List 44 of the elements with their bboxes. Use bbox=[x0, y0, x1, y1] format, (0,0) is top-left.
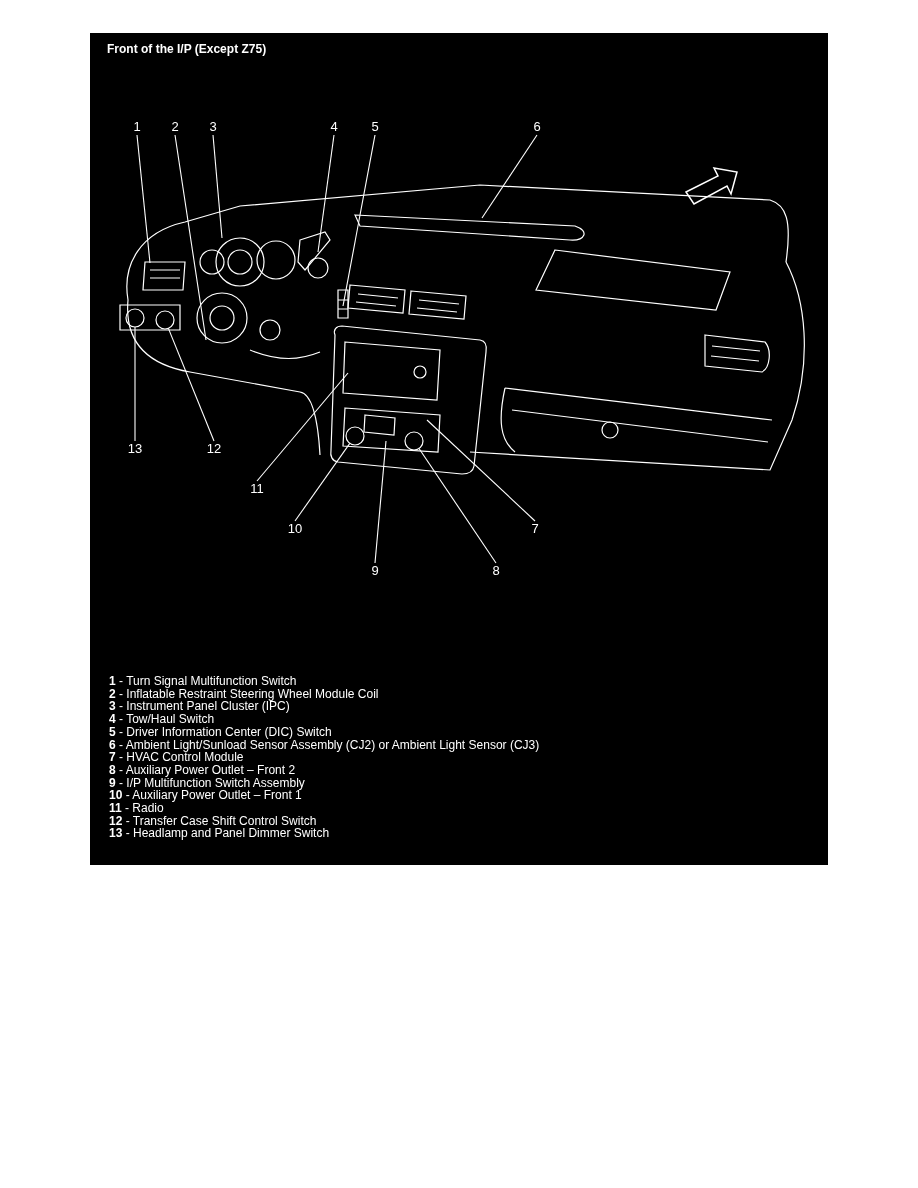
leader-line bbox=[134, 326, 136, 442]
leader-line bbox=[418, 447, 497, 564]
leader-line bbox=[212, 134, 223, 239]
callout-number: 9 bbox=[366, 563, 384, 579]
callout-number: 13 bbox=[126, 441, 144, 457]
callout-number: 7 bbox=[526, 521, 544, 537]
knob bbox=[155, 310, 175, 330]
legend-entry: 11 - Radio bbox=[109, 802, 164, 815]
leader-line bbox=[294, 442, 351, 522]
diagram-title: Front of the I/P (Except Z75) bbox=[107, 42, 267, 56]
legend-entry: 3 - Instrument Panel Cluster (IPC) bbox=[109, 700, 290, 714]
legend-entry: 5 - Driver Information Center (DIC) Switch bbox=[109, 725, 332, 739]
leader-line bbox=[136, 134, 151, 264]
legend-entry: 13 - Headlamp and Panel Dimmer Switch bbox=[109, 827, 330, 841]
callout-number: 3 bbox=[204, 119, 222, 135]
callout-number: 1 bbox=[128, 119, 146, 135]
leader-line bbox=[342, 134, 376, 307]
callout-number: 11 bbox=[248, 481, 266, 497]
callout-number: 8 bbox=[487, 563, 505, 579]
leader-line bbox=[374, 440, 387, 564]
callout-number: 10 bbox=[286, 521, 304, 537]
leader-line bbox=[167, 327, 215, 442]
legend-entry: 6 - Ambient Light/Sunload Sensor Assembly (CJ2) or Ambient Light Sensor (CJ3) bbox=[109, 738, 540, 752]
legend-entry: 9 - I/P Multifunction Switch Assembly bbox=[109, 776, 305, 790]
leader-line bbox=[317, 134, 335, 253]
callout-number: 5 bbox=[366, 119, 384, 135]
callout-number: 4 bbox=[325, 119, 343, 135]
leader-line bbox=[481, 134, 538, 219]
callout-number: 2 bbox=[166, 119, 184, 135]
leader-line bbox=[256, 372, 349, 482]
callout-number: 12 bbox=[205, 441, 223, 457]
leader-line bbox=[426, 419, 536, 522]
legend-entry: 8 - Auxiliary Power Outlet – Front 2 bbox=[109, 763, 296, 777]
legend-entry: 1 - Turn Signal Multifunction Switch bbox=[109, 675, 297, 688]
legend-entry: 10 - Auxiliary Power Outlet – Front 1 bbox=[109, 789, 302, 803]
legend-entry: 7 - HVAC Control Module bbox=[109, 751, 244, 765]
leader-line bbox=[174, 134, 207, 341]
knob bbox=[345, 426, 365, 446]
knob bbox=[125, 308, 145, 328]
legend-entry: 12 - Transfer Case Shift Control Switch bbox=[109, 814, 317, 828]
callout-number: 6 bbox=[528, 119, 546, 135]
legend-entry: 4 - Tow/Haul Switch bbox=[109, 713, 215, 727]
knob bbox=[404, 431, 424, 451]
legend-entry: 2 - Inflatable Restraint Steering Wheel Module Coil bbox=[109, 687, 379, 701]
